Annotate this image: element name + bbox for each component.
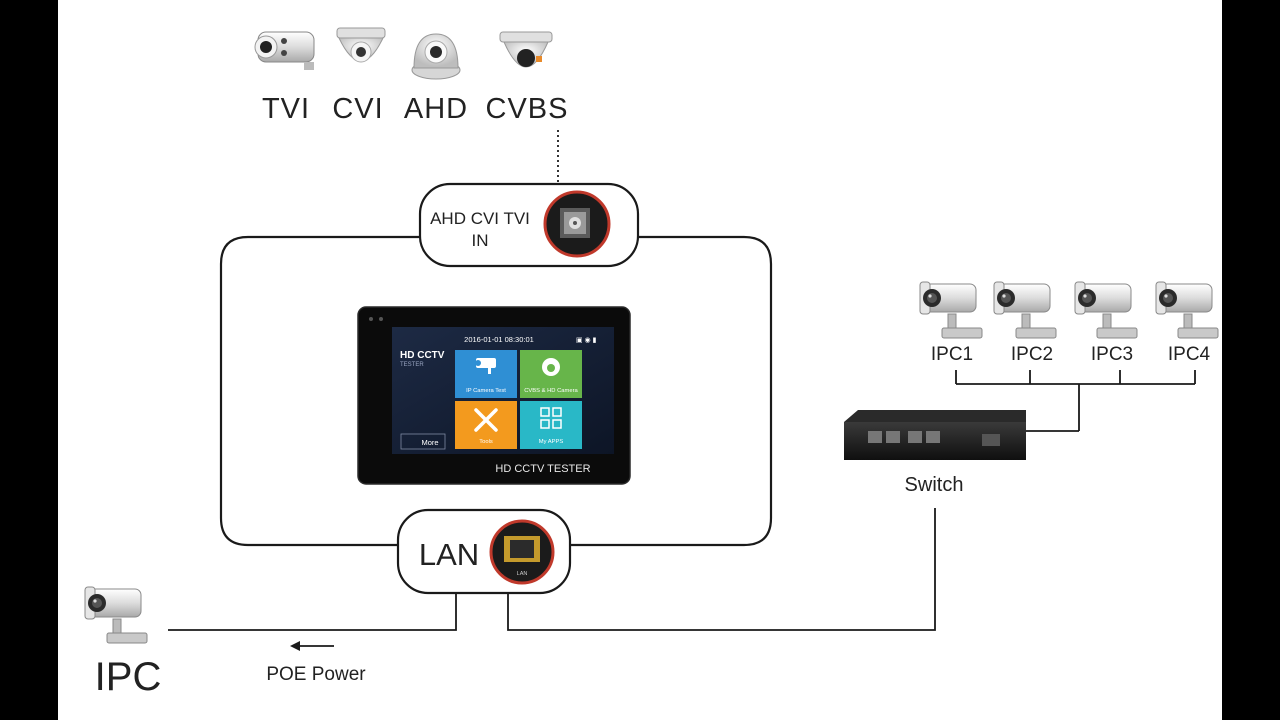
tester-status-icons: ▣ ◉ ▮ bbox=[576, 337, 597, 344]
camera-type-label: CVI bbox=[332, 93, 383, 125]
tile-label: Tools bbox=[479, 439, 493, 445]
tester-footer-label: HD CCTV TESTER bbox=[495, 463, 590, 475]
tile-cvbs-hd-camera[interactable]: CVBS & HD Camera bbox=[520, 350, 582, 398]
camera-type-label: TVI bbox=[262, 93, 310, 125]
switch-to-lan-cable bbox=[507, 508, 936, 631]
tools-icon bbox=[474, 408, 498, 432]
cctv-tester-device: 2016-01-01 08:30:01 ▣ ◉ ▮ HD CCTV TESTER… bbox=[357, 306, 631, 485]
camera-type-label: AHD bbox=[404, 93, 468, 125]
tile-label: IP Camera Test bbox=[466, 388, 506, 394]
single-ipc-camera-icon bbox=[84, 586, 148, 644]
lan-port-box: LAN LAN bbox=[396, 508, 572, 595]
poe-power-label: POE Power bbox=[266, 664, 366, 685]
tile-my-apps[interactable]: My APPS bbox=[520, 401, 582, 449]
switch-label: Switch bbox=[905, 474, 964, 496]
ipc-label: IPC4 bbox=[1168, 344, 1211, 365]
bnc-input-box: AHD CVI TVI IN bbox=[418, 182, 640, 268]
single-ipc-label: IPC bbox=[95, 655, 162, 699]
apps-grid-icon bbox=[540, 407, 562, 429]
diagram-canvas: TVI CVI AHD CVBS AHD CVI TVI IN 2016-01-… bbox=[58, 0, 1222, 720]
bnc-input-label: AHD CVI TVI bbox=[430, 209, 530, 228]
tile-ip-camera-test[interactable]: IP Camera Test bbox=[455, 350, 517, 398]
ip-camera-icon bbox=[475, 358, 496, 374]
network-switch-icon bbox=[844, 410, 1026, 460]
tile-tools[interactable]: Tools bbox=[455, 401, 517, 449]
ipc3-camera-icon bbox=[1074, 281, 1138, 339]
lan-port-label: LAN bbox=[517, 571, 528, 577]
tile-label: My APPS bbox=[539, 439, 564, 445]
ipc2-camera-icon bbox=[993, 281, 1057, 339]
bnc-input-label-line2: IN bbox=[472, 231, 489, 250]
ipc4-camera-icon bbox=[1155, 281, 1219, 339]
camera-type-label: CVBS bbox=[486, 93, 569, 125]
more-button[interactable]: More bbox=[400, 433, 446, 450]
ipc-label: IPC2 bbox=[1011, 344, 1053, 365]
ipc-label: IPC3 bbox=[1091, 344, 1133, 365]
top-camera-cvbs-icon bbox=[499, 31, 553, 68]
tester-brand: HD CCTV bbox=[400, 350, 445, 361]
more-button-label: More bbox=[421, 438, 438, 447]
ipc1-camera-icon bbox=[919, 281, 983, 339]
tester-datetime: 2016-01-01 08:30:01 bbox=[464, 335, 534, 344]
lan-to-ipc-cable bbox=[168, 593, 457, 631]
poe-arrow-icon bbox=[290, 641, 334, 651]
ipc-bus-lines bbox=[955, 370, 1196, 432]
ethernet-port-icon: LAN bbox=[489, 519, 555, 585]
dome-camera-icon bbox=[542, 358, 560, 376]
top-camera-cvi-icon bbox=[336, 27, 386, 63]
top-camera-ahd-icon bbox=[411, 33, 461, 80]
tester-loop-outline bbox=[219, 235, 773, 547]
lan-label: LAN bbox=[419, 537, 479, 572]
ipc-label: IPC1 bbox=[931, 344, 973, 365]
tile-label: CVBS & HD Camera bbox=[524, 388, 578, 394]
tester-brand-sub: TESTER bbox=[400, 362, 424, 368]
top-camera-tvi-icon bbox=[254, 31, 315, 70]
bnc-connector-icon bbox=[543, 190, 611, 258]
